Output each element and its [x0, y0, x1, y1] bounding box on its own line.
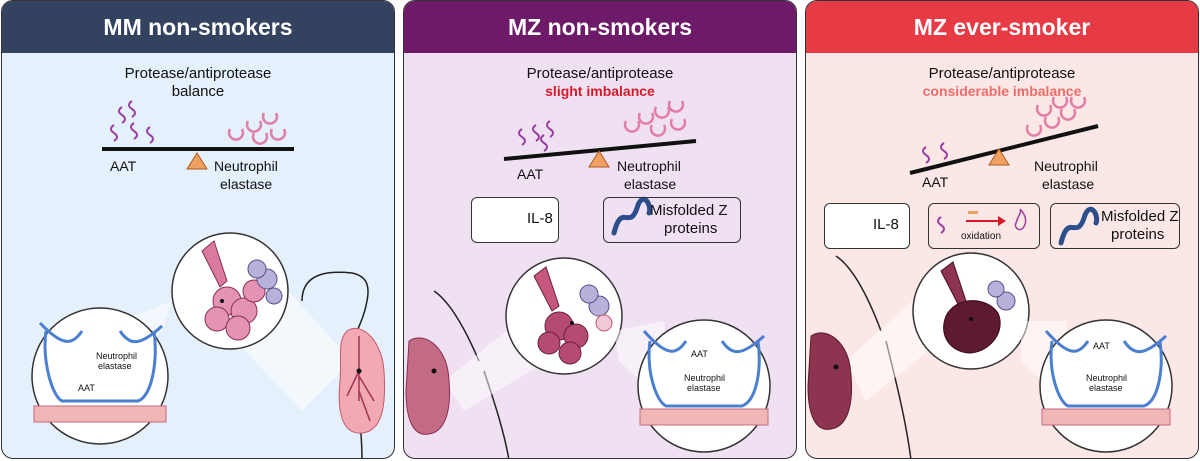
neutrophil-elastase-label-1: Neutrophil: [1034, 158, 1098, 174]
alveoli-icon: [940, 261, 1016, 354]
il8-label: IL-8: [527, 210, 553, 227]
alveolus-inset: [31, 307, 169, 445]
inset-ne-label-1: Neutrophil: [684, 373, 726, 383]
balance-title: Protease/antiprotease: [124, 65, 272, 82]
oxidation-arrow-icon: [966, 211, 1006, 226]
alveoli-icon: [533, 266, 613, 365]
balance-beam: [503, 139, 697, 161]
il8-box: IL-8: [824, 203, 910, 249]
inset-ne-label-2: elastase: [98, 361, 132, 371]
blood-vessel: [639, 408, 769, 426]
mm-scene: [31, 100, 386, 458]
aat-molecules-icon: [922, 142, 948, 164]
misfolded-label-1: Misfolded Z: [1101, 208, 1179, 225]
inset-ne-label-1: Neutrophil: [1086, 373, 1128, 383]
oxidation-box: oxidation: [928, 203, 1040, 249]
neutrophil-elastase-label-2: elastase: [220, 176, 273, 192]
misfolded-label-2: proteins: [664, 220, 718, 237]
fulcrum-icon: [988, 148, 1010, 166]
panel-mm-non-smokers: MM non-smokers Protease/antiprotease bal…: [1, 0, 395, 459]
panel-title: MZ non-smokers: [404, 1, 796, 53]
fulcrum-icon: [186, 152, 208, 170]
misfolded-protein-icon: [611, 196, 653, 236]
blood-vessel: [33, 405, 167, 423]
panel-title: MM non-smokers: [2, 1, 394, 53]
aat-label: AAT: [517, 166, 544, 182]
balance-status: slight imbalance: [545, 83, 655, 99]
lung-icon: [405, 337, 451, 435]
oxidation-label: oxidation: [961, 231, 1002, 242]
neutrophil-elastase-label-2: elastase: [624, 176, 677, 192]
balance-status: considerable imbalance: [922, 83, 1082, 99]
balance-title: Protease/antiprotease: [526, 65, 674, 82]
inset-aat-label: AAT: [691, 349, 708, 359]
misfolded-label-2: proteins: [1111, 226, 1165, 243]
fulcrum-icon: [588, 150, 610, 168]
misfolded-box: Misfolded Z proteins: [1050, 203, 1180, 249]
inset-aat-label: AAT: [78, 383, 95, 393]
balance-title: Protease/antiprotease: [928, 65, 1076, 82]
inset-ne-label-2: elastase: [1089, 383, 1123, 393]
panel-title: MZ ever-smoker: [806, 1, 1198, 53]
smoker-scene: [807, 96, 1173, 458]
aat-label: AAT: [110, 158, 137, 174]
balance-status: balance: [171, 83, 225, 100]
aat-molecules-icon: [110, 100, 154, 144]
lung-icon: [807, 332, 853, 430]
il8-box: IL-8: [471, 197, 559, 243]
misfolded-protein-icon: [1058, 206, 1100, 246]
elastase-molecules-icon: [1025, 96, 1087, 137]
inset-ne-label-2: elastase: [687, 383, 721, 393]
neutrophil-elastase-label-1: Neutrophil: [617, 158, 681, 174]
alveoli-icon: [201, 240, 283, 341]
misfolded-label-1: Misfolded Z: [650, 202, 728, 219]
il8-label: IL-8: [873, 216, 899, 233]
panel-mz-non-smokers: MZ non-smokers Protease/antiprotease sli…: [403, 0, 797, 459]
neutrophil-elastase-label-1: Neutrophil: [214, 158, 278, 174]
aat-oxidized-icon: [937, 216, 945, 234]
elastase-molecules-icon: [623, 100, 687, 137]
aat-label: AAT: [922, 174, 949, 190]
elastase-molecules-icon: [227, 112, 287, 145]
inset-ne-label-1: Neutrophil: [96, 351, 138, 361]
aat-molecules-icon: [518, 120, 554, 152]
neutrophil-elastase-label-2: elastase: [1042, 176, 1095, 192]
mz-scene: [405, 100, 771, 458]
balance-beam: [909, 124, 1099, 175]
misfolded-box: Misfolded Z proteins: [603, 197, 741, 243]
inset-aat-label: AAT: [1093, 341, 1110, 351]
blood-vessel: [1041, 408, 1171, 426]
panel-mz-ever-smoker: MZ ever-smoker Protease/antiprotease con…: [805, 0, 1199, 459]
droplet-icon: [1014, 208, 1027, 231]
